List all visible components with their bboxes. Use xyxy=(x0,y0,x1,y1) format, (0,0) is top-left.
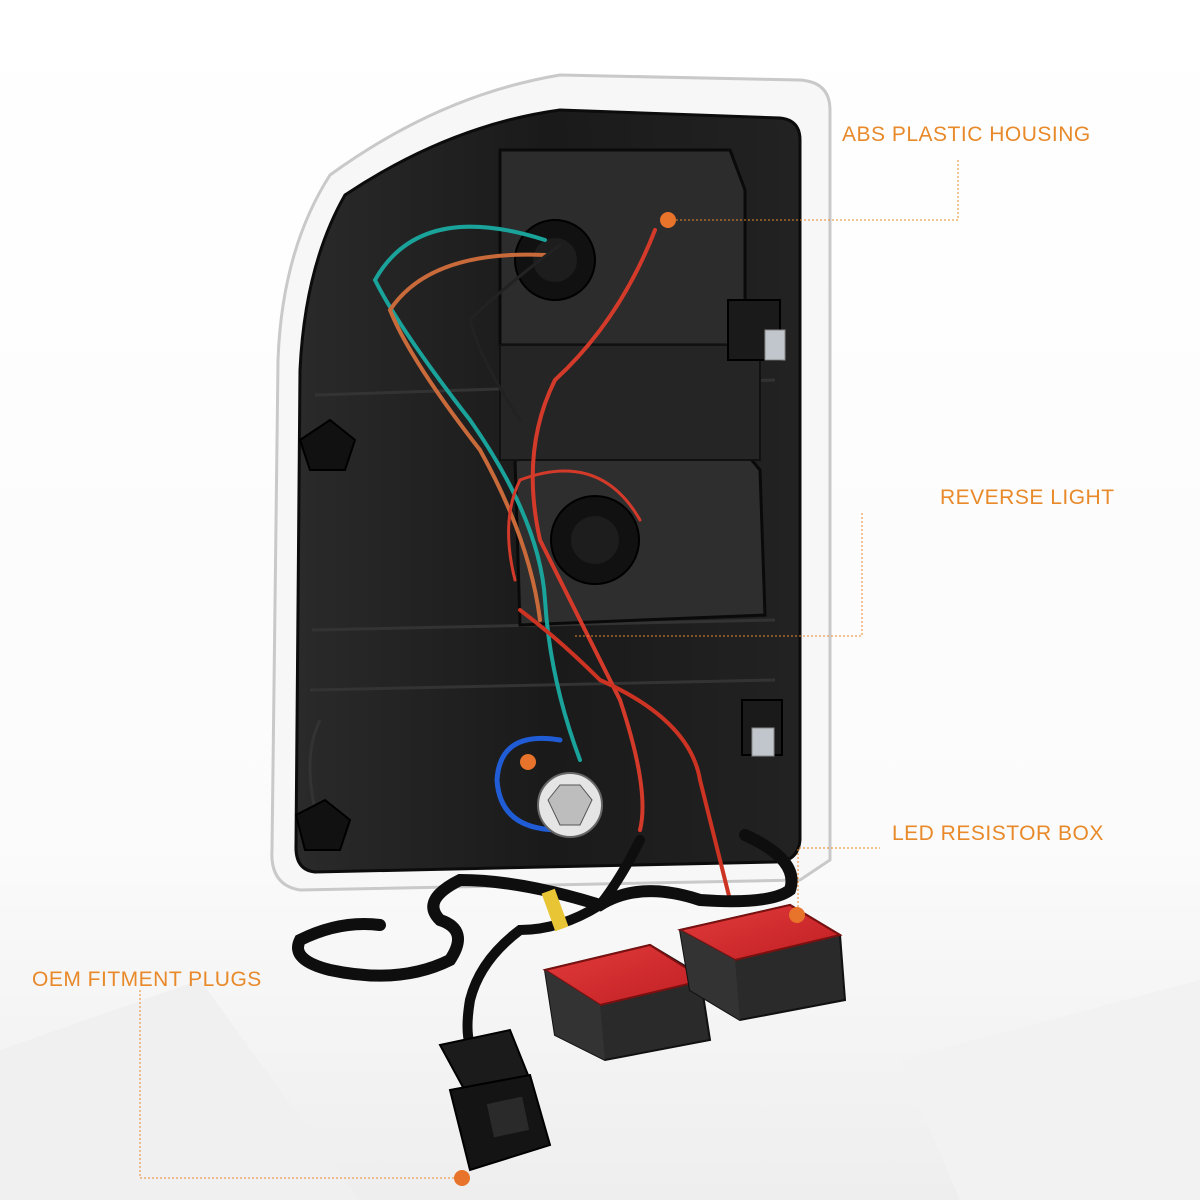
led-resistor-box-1 xyxy=(542,943,712,1062)
bulb-sockets xyxy=(514,219,640,585)
callout-dots xyxy=(454,212,805,1186)
harness-tape xyxy=(541,888,569,932)
callout-leaders xyxy=(139,160,959,1179)
mounting-studs xyxy=(294,418,357,851)
oem-connector xyxy=(438,1028,552,1172)
lower-socket xyxy=(537,772,603,838)
wire-harness xyxy=(292,829,798,1050)
callout-led-resistor-box: LED RESISTOR BOX xyxy=(892,822,1104,845)
callout-reverse-light: REVERSE LIGHT xyxy=(940,486,1115,509)
bg-shape xyxy=(0,980,360,1200)
callout-abs-plastic-housing: ABS PLASTIC HOUSING xyxy=(842,123,1091,146)
metal-clip xyxy=(751,329,786,757)
wiring xyxy=(372,224,732,902)
callout-oem-fitment-plugs: OEM FITMENT PLUGS xyxy=(32,968,262,991)
middle-chamber xyxy=(499,344,761,461)
bg-shape xyxy=(900,980,1200,1200)
